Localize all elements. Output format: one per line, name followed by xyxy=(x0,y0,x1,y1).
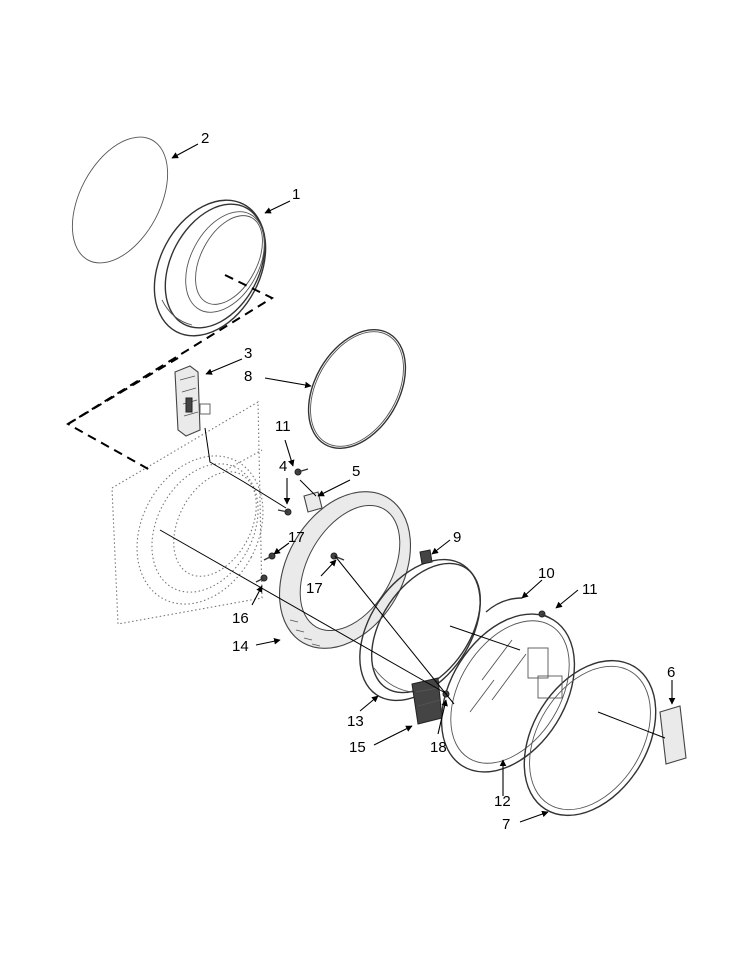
callout-11-top: 11 xyxy=(275,418,291,435)
part-9-clip xyxy=(419,549,433,565)
callout-1: 1 xyxy=(292,186,300,203)
front-panel xyxy=(111,401,264,625)
callout-17-right: 17 xyxy=(306,580,323,597)
callout-labels: 2 1 3 8 11 4 5 9 17 17 10 11 16 14 6 13 … xyxy=(201,130,675,833)
callout-2: 2 xyxy=(201,130,209,147)
part-13-door-ring xyxy=(359,558,482,702)
callout-16: 16 xyxy=(232,610,249,627)
part-1-bellows xyxy=(153,199,267,337)
callout-18: 18 xyxy=(430,739,447,756)
callout-13: 13 xyxy=(347,713,364,730)
part-2-seal-ring xyxy=(71,136,169,264)
part-10-wire xyxy=(485,597,523,613)
part-14-inner-frame xyxy=(278,491,412,649)
callout-4: 4 xyxy=(279,458,287,475)
callout-9: 9 xyxy=(453,529,461,546)
callout-7: 7 xyxy=(502,816,510,833)
callout-10: 10 xyxy=(538,565,555,582)
part-8-clamp xyxy=(307,329,407,449)
callout-15: 15 xyxy=(349,739,366,756)
callout-6: 6 xyxy=(667,664,675,681)
callout-12: 12 xyxy=(494,793,511,810)
assembly-dashed-lines xyxy=(66,274,275,471)
part-15-hinge xyxy=(411,677,443,725)
part-7-outer-trim xyxy=(523,659,657,817)
callout-11-right: 11 xyxy=(582,581,598,598)
part-3-door-lock xyxy=(174,365,211,437)
callout-5: 5 xyxy=(352,463,360,480)
leader-arrows xyxy=(171,143,676,823)
part-12-door-glass xyxy=(440,613,576,773)
callout-8: 8 xyxy=(244,368,252,385)
screws xyxy=(255,468,551,698)
callout-3: 3 xyxy=(244,345,252,362)
assembly-axes xyxy=(159,427,666,739)
callout-17-left: 17 xyxy=(288,529,305,546)
callout-14: 14 xyxy=(232,638,249,655)
part-6-handle xyxy=(659,705,687,765)
